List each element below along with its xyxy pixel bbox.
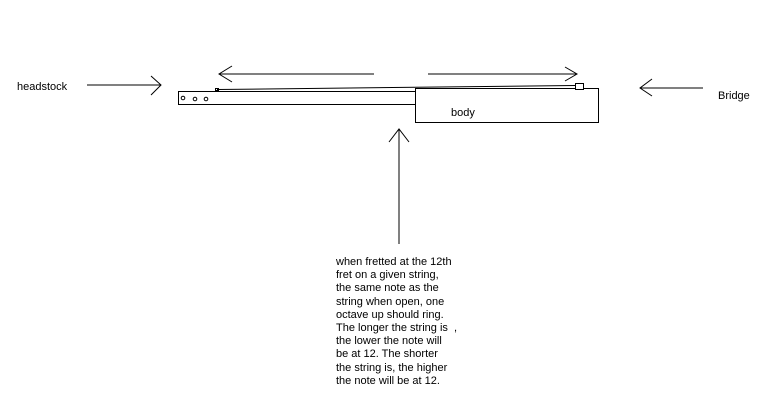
- bridge-arrow: [639, 78, 703, 97]
- note-line: when fretted at the 12th: [336, 256, 452, 268]
- guitar-neck: [178, 88, 416, 105]
- guitar-string: [216, 85, 576, 90]
- note-line: the same note as the: [336, 282, 439, 295]
- fret-arrow: [388, 128, 410, 244]
- note-line: the string is, the higher: [336, 361, 448, 374]
- left-length-arrow: [218, 65, 374, 83]
- guitar-body: [415, 83, 599, 123]
- tuning-peg: [192, 96, 198, 102]
- note-line: string when open, one: [336, 295, 445, 308]
- note-line: the lower the note will: [336, 335, 442, 348]
- body-label: body: [451, 107, 475, 119]
- note-line: octave up should ring.: [336, 308, 444, 321]
- note-line: The longer the string is ,: [336, 322, 458, 335]
- headstock-label: headstock: [17, 81, 68, 93]
- tuning-peg: [180, 95, 186, 101]
- saddle: [575, 83, 584, 90]
- note-line: be at 12. The shorter: [336, 348, 438, 361]
- headstock-arrow: [87, 75, 162, 96]
- right-length-arrow: [428, 66, 578, 82]
- note-line: the note will be at 12.: [336, 374, 440, 387]
- tuning-peg: [203, 96, 209, 102]
- explanation-note: when fretted at the 12th fret on a given…: [336, 256, 476, 388]
- note-line: fret on a given string,: [336, 269, 439, 282]
- bridge-label: Bridge: [718, 90, 750, 102]
